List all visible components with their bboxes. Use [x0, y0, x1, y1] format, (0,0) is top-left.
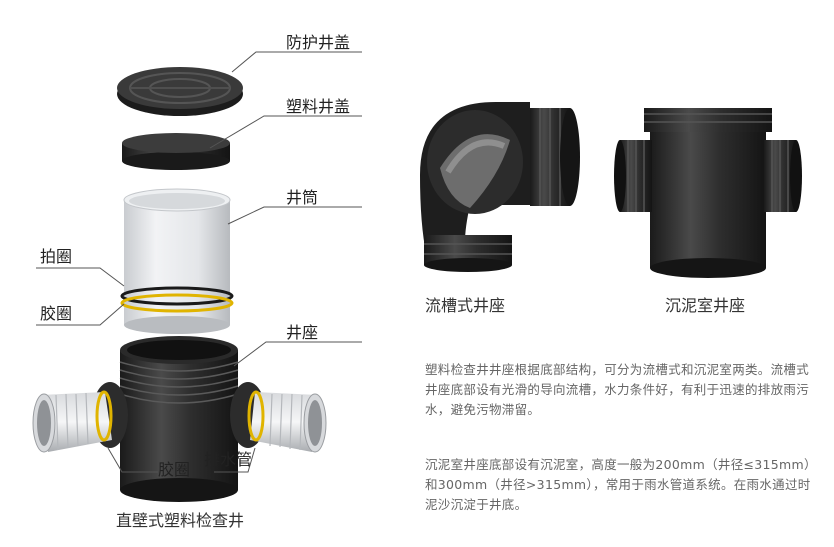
label-base: 井座 — [286, 323, 319, 342]
shaft-graphic — [120, 188, 234, 334]
label-clamp-ring: 拍圈 — [40, 247, 73, 266]
description-paragraph-2: 沉泥室井座底部设有沉泥室，高度一般为200mm（井径≤315mm）和300mm（… — [425, 457, 817, 512]
flow-channel-base-graphic — [420, 101, 580, 272]
leader-lines — [36, 51, 362, 473]
caption-sediment-base: 沉泥室井座 — [665, 296, 746, 315]
label-drain-pipe: 排水管 — [204, 450, 253, 469]
label-rubber-ring-lower: 胶圈 — [158, 460, 191, 479]
label-rubber-ring-upper: 胶圈 — [40, 304, 73, 323]
description-paragraph-1: 塑料检查井井座根据底部结构，可分为流槽式和沉泥室两类。流槽式井座底部设有光滑的导… — [425, 362, 810, 417]
sediment-chamber-base-graphic — [614, 108, 802, 278]
label-protective-cover: 防护井盖 — [286, 33, 351, 52]
label-plastic-cover: 塑料井盖 — [286, 97, 351, 116]
label-shaft: 井筒 — [286, 188, 319, 207]
drain-pipe-graphic — [32, 390, 327, 453]
caption-flow-channel-base: 流槽式井座 — [425, 296, 506, 315]
caption-left-diagram: 直壁式塑料检查井 — [116, 511, 245, 530]
plastic-cover-graphic — [122, 133, 230, 170]
protective-cover-graphic — [117, 67, 243, 116]
